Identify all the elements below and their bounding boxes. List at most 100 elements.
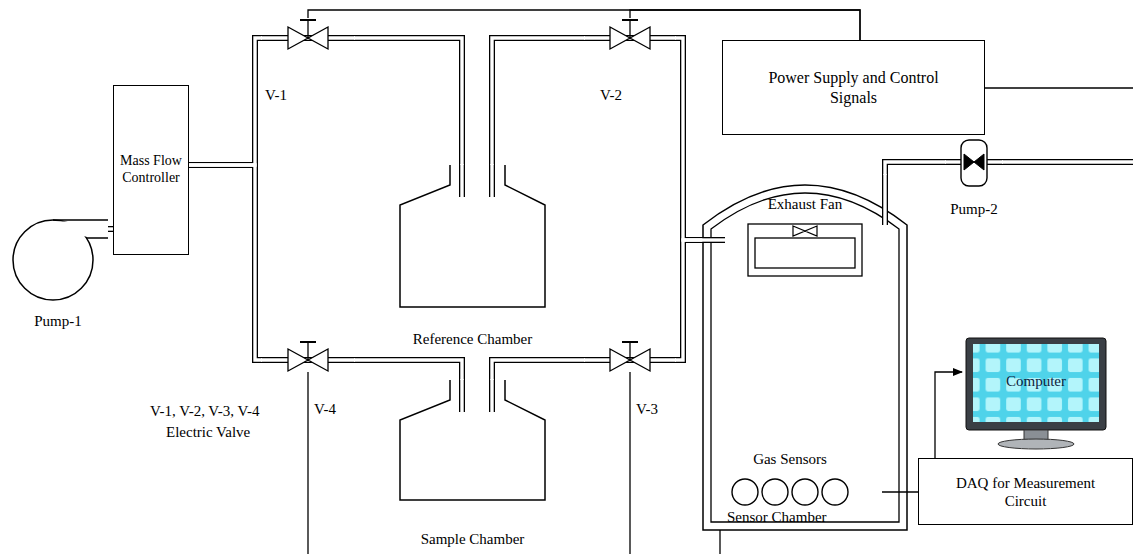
chamber-bottle: Reference Chamber [385, 165, 560, 355]
gas-sensor [762, 479, 788, 505]
node-label: V-1 [265, 86, 295, 104]
signal-wire [308, 10, 860, 40]
gas-pipe [675, 240, 703, 360]
node-label: Reference Chamber [385, 330, 560, 348]
valve-body [610, 27, 630, 49]
valve-control-wire [629, 372, 630, 554]
pipe [489, 380, 495, 412]
node-label: Computer [962, 372, 1110, 390]
process-box: Mass Flow Controller [113, 85, 189, 255]
chamber-inner-wall [711, 193, 899, 522]
pipe [987, 159, 1002, 165]
pipe-bore [986, 160, 1003, 163]
node-label: Sensor Chamber [727, 508, 837, 526]
gas-pipe [885, 162, 946, 175]
valve-control-wire [307, 372, 308, 554]
gas-pipe-bore [492, 360, 585, 380]
node-label: Sample Chamber [385, 530, 560, 548]
gas-pipe [492, 38, 585, 165]
valve-stem [307, 20, 308, 38]
chamber-bottle [400, 165, 545, 307]
computer-monitor-drawing [962, 336, 1110, 454]
process-box: DAQ for Measurement Circuit [918, 458, 1133, 525]
power-wire [985, 87, 1133, 88]
valve-stem [629, 20, 630, 38]
gas-pipe-bore [885, 162, 946, 175]
legend-note: V-1, V-2, V-3, V-4 [150, 402, 260, 420]
valve-stem [307, 342, 308, 360]
electric-valve: V-1 [262, 18, 354, 104]
chamber-outer-wall [703, 185, 907, 530]
electric-valve: V-2 [585, 18, 675, 104]
chamber-bottle-drawing [385, 165, 560, 355]
gas-pipe-bore [492, 38, 585, 165]
gas-sensor [792, 479, 818, 505]
legend-note: Electric Valve [166, 423, 250, 441]
pipe [946, 159, 961, 165]
node-label: Pump-2 [946, 200, 1002, 218]
valve-body [610, 349, 630, 371]
node-label: Exhaust Fan [745, 195, 865, 213]
valve-body [630, 349, 650, 371]
electric-valve-drawing [585, 340, 675, 422]
sensor-chamber: Sensor Chamber Exhaust FanGas Sensors [703, 175, 907, 530]
chamber-wire [719, 530, 720, 554]
pipe-bore [490, 164, 493, 197]
valve-body [288, 349, 308, 371]
electric-valve-drawing [262, 340, 354, 422]
fan-blade [793, 226, 817, 236]
process-box: Power Supply and Control Signals [722, 40, 985, 135]
valve-stem [629, 342, 630, 360]
gas-sensor [822, 479, 848, 505]
gas-pipe-bore [354, 360, 462, 380]
fan-housing [748, 224, 862, 276]
exhaust-pipe [1000, 159, 1133, 165]
pump-valve-drawing [946, 138, 1002, 238]
label-anchor: V-1, V-2, V-3, V-4 [150, 402, 260, 420]
valve-body [308, 349, 328, 371]
valve-handle [300, 341, 316, 343]
exhaust-pipe-bore [1000, 160, 1133, 163]
node-label: V-3 [636, 400, 666, 418]
node-label: Pump-1 [8, 312, 108, 330]
gas-pipe-bore [675, 38, 703, 240]
node-label: V-2 [600, 86, 630, 104]
pump-body [961, 140, 987, 186]
label-anchor: Electric Valve [166, 423, 250, 441]
valve-body [308, 27, 328, 49]
signal-wire [935, 372, 962, 458]
box-label: Power Supply and Control Signals [749, 68, 959, 106]
exhaust-fan: Exhaust Fan [745, 192, 865, 280]
pipe [703, 237, 725, 243]
valve-body [630, 27, 650, 49]
pipe [489, 165, 495, 197]
pump-valve: Pump-2 [946, 138, 1002, 238]
gas-pipe [492, 360, 585, 380]
pipe [459, 165, 465, 197]
fan-motor [755, 238, 855, 268]
gas-sensor [732, 479, 758, 505]
electric-valve-drawing [585, 18, 675, 104]
computer-monitor: Computer [962, 336, 1110, 454]
pipe-bore [702, 238, 726, 241]
pump-blower: Pump-1 [8, 200, 108, 340]
chamber-bottle: Sample Chamber [385, 380, 560, 552]
gas-pipe-bore [675, 240, 703, 360]
pipe-bore [460, 379, 463, 412]
electric-valve: V-3 [585, 340, 675, 422]
gas-sensor-array: Gas Sensors [722, 450, 882, 506]
pump-valve [964, 154, 984, 170]
gas-pipe [354, 360, 462, 380]
blower-outlet-bore [54, 222, 108, 237]
gas-pipe [189, 165, 262, 360]
box-label: DAQ for Measurement Circuit [956, 474, 1096, 510]
pipe-bore [460, 164, 463, 197]
chamber-bottle [400, 380, 545, 500]
pipe-bore [490, 379, 493, 412]
valve-handle [300, 19, 316, 21]
gas-pipe-bore [354, 38, 462, 165]
signal-wire [882, 491, 918, 492]
valve-body [288, 27, 308, 49]
gas-pipe [675, 38, 703, 240]
